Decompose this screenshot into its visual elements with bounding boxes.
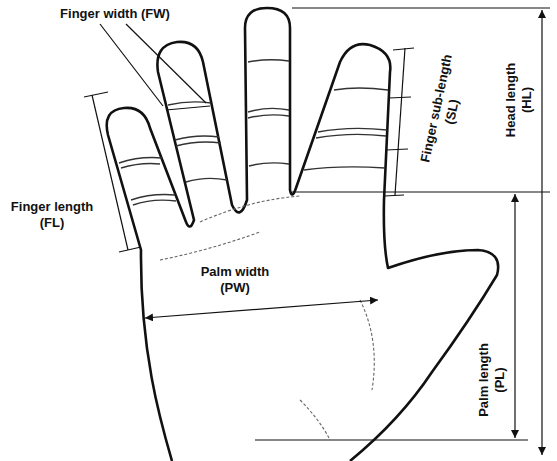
- dimension-label: Finger length (FL): [5, 199, 100, 230]
- hand-outline: [107, 8, 498, 461]
- dimension-label: Finger width (FW): [60, 6, 170, 22]
- dimension-label: Head length (HL): [503, 55, 534, 145]
- dimension-label: Palm width (PW): [193, 264, 278, 295]
- finger-creases: [119, 60, 388, 205]
- dimension-lines: [84, 8, 550, 455]
- palm-lines: [160, 196, 374, 440]
- dimension-label: Finger sub-length (SL): [416, 46, 472, 175]
- dimension-label: Palm length (PL): [476, 335, 507, 425]
